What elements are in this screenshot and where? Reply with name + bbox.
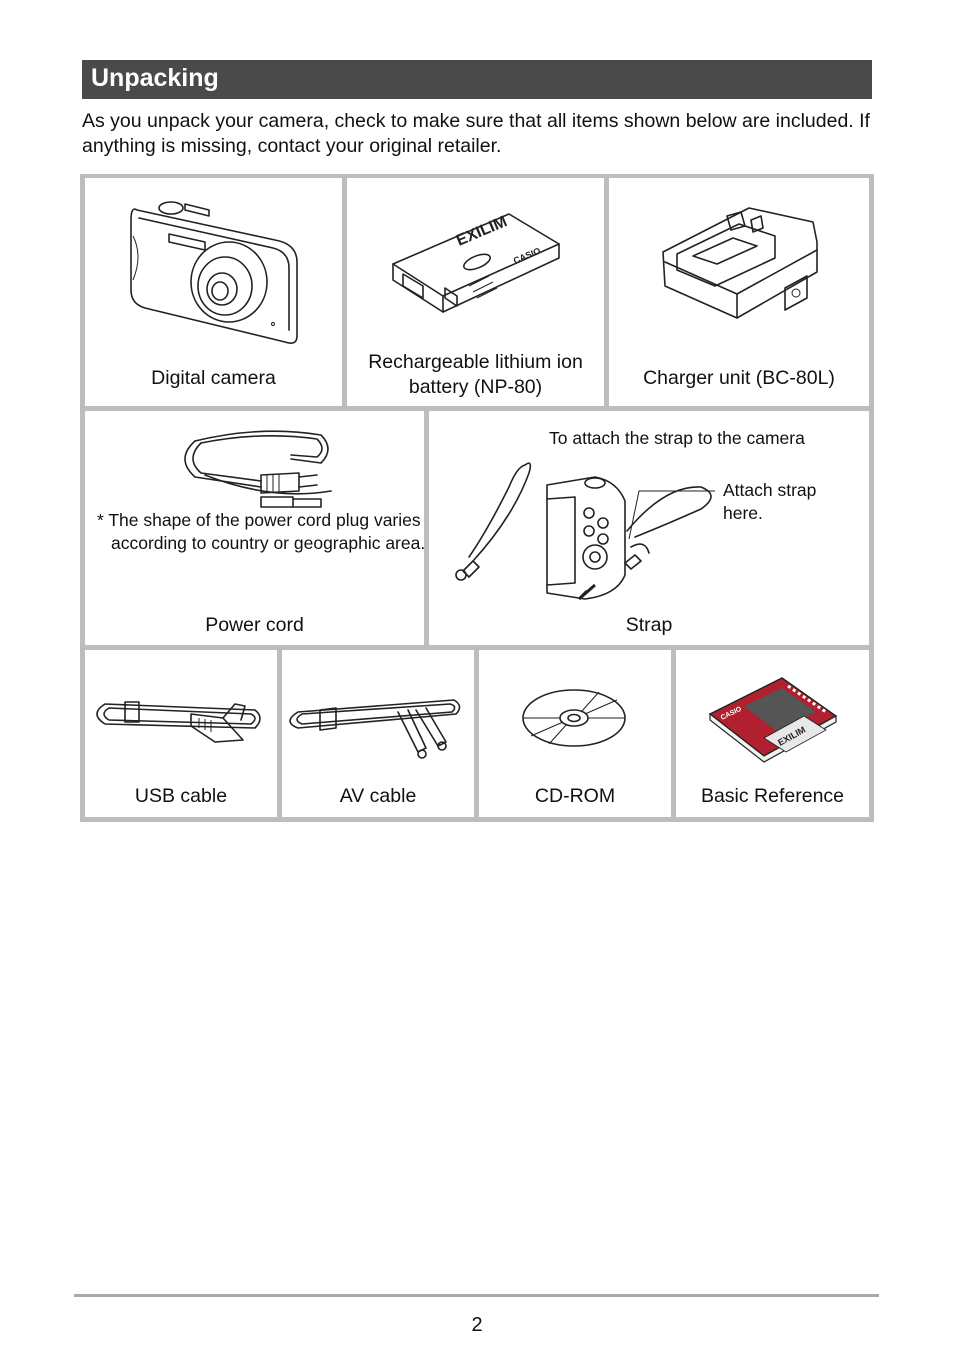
item-av-cable: AV cable [282, 650, 474, 817]
digital-camera-label: Digital camera [151, 367, 276, 389]
strap-attachment-illustration [546, 476, 712, 601]
section-title-bar: Unpacking [82, 60, 872, 99]
item-power-cord: * The shape of the power cord plug varie… [85, 411, 426, 645]
usb-cable-illustration [96, 701, 261, 743]
charger-label: Charger unit (BC-80L) [643, 367, 835, 389]
item-cd-rom: CD-ROM [479, 650, 671, 817]
av-cable-label: AV cable [339, 785, 417, 807]
charger-illustration [662, 207, 818, 319]
item-digital-camera: Digital camera [85, 178, 342, 406]
item-basic-reference: CASIO EXILIM Basic Reference [676, 650, 869, 817]
digital-camera-illustration [130, 201, 298, 344]
intro-paragraph: As you unpack your camera, check to make… [82, 110, 870, 157]
page-number: 2 [471, 1314, 483, 1336]
item-battery: EXILIM CASIO Rechargeable lithium ion ba… [347, 178, 604, 406]
strap-label: Strap [625, 614, 673, 636]
power-cord-note: * The shape of the power cord plug varie… [97, 510, 426, 553]
power-cord-label: Power cord [205, 614, 304, 636]
strap-instruction: To attach the strap to the camera [549, 428, 805, 448]
battery-model-text: EXILIM [454, 213, 510, 249]
strap-callout: Attach strap here. [723, 480, 817, 523]
item-usb-cable: USB cable [85, 650, 277, 817]
battery-label: Rechargeable lithium ion battery (NP-80) [368, 351, 583, 398]
basic-reference-label: Basic Reference [700, 785, 845, 807]
package-contents-grid: Digital camera EXILIM CASIO Rechargeable… [80, 174, 874, 822]
power-cord-illustration [184, 430, 332, 508]
usb-cable-label: USB cable [134, 785, 228, 807]
basic-reference-illustration: CASIO EXILIM [708, 677, 838, 763]
page-title: Unpacking [91, 64, 219, 92]
cd-rom-label: CD-ROM [534, 785, 616, 807]
cd-rom-illustration [522, 689, 626, 747]
battery-illustration: EXILIM CASIO [392, 213, 560, 313]
item-strap: To attach the strap to the camera Attach [429, 411, 869, 645]
battery-brand-text: CASIO [512, 245, 542, 265]
av-cable-illustration [289, 699, 461, 759]
item-charger: Charger unit (BC-80L) [609, 178, 869, 406]
strap-illustration [455, 462, 532, 581]
callout-leader-line [628, 490, 715, 540]
footer-divider [74, 1294, 879, 1297]
